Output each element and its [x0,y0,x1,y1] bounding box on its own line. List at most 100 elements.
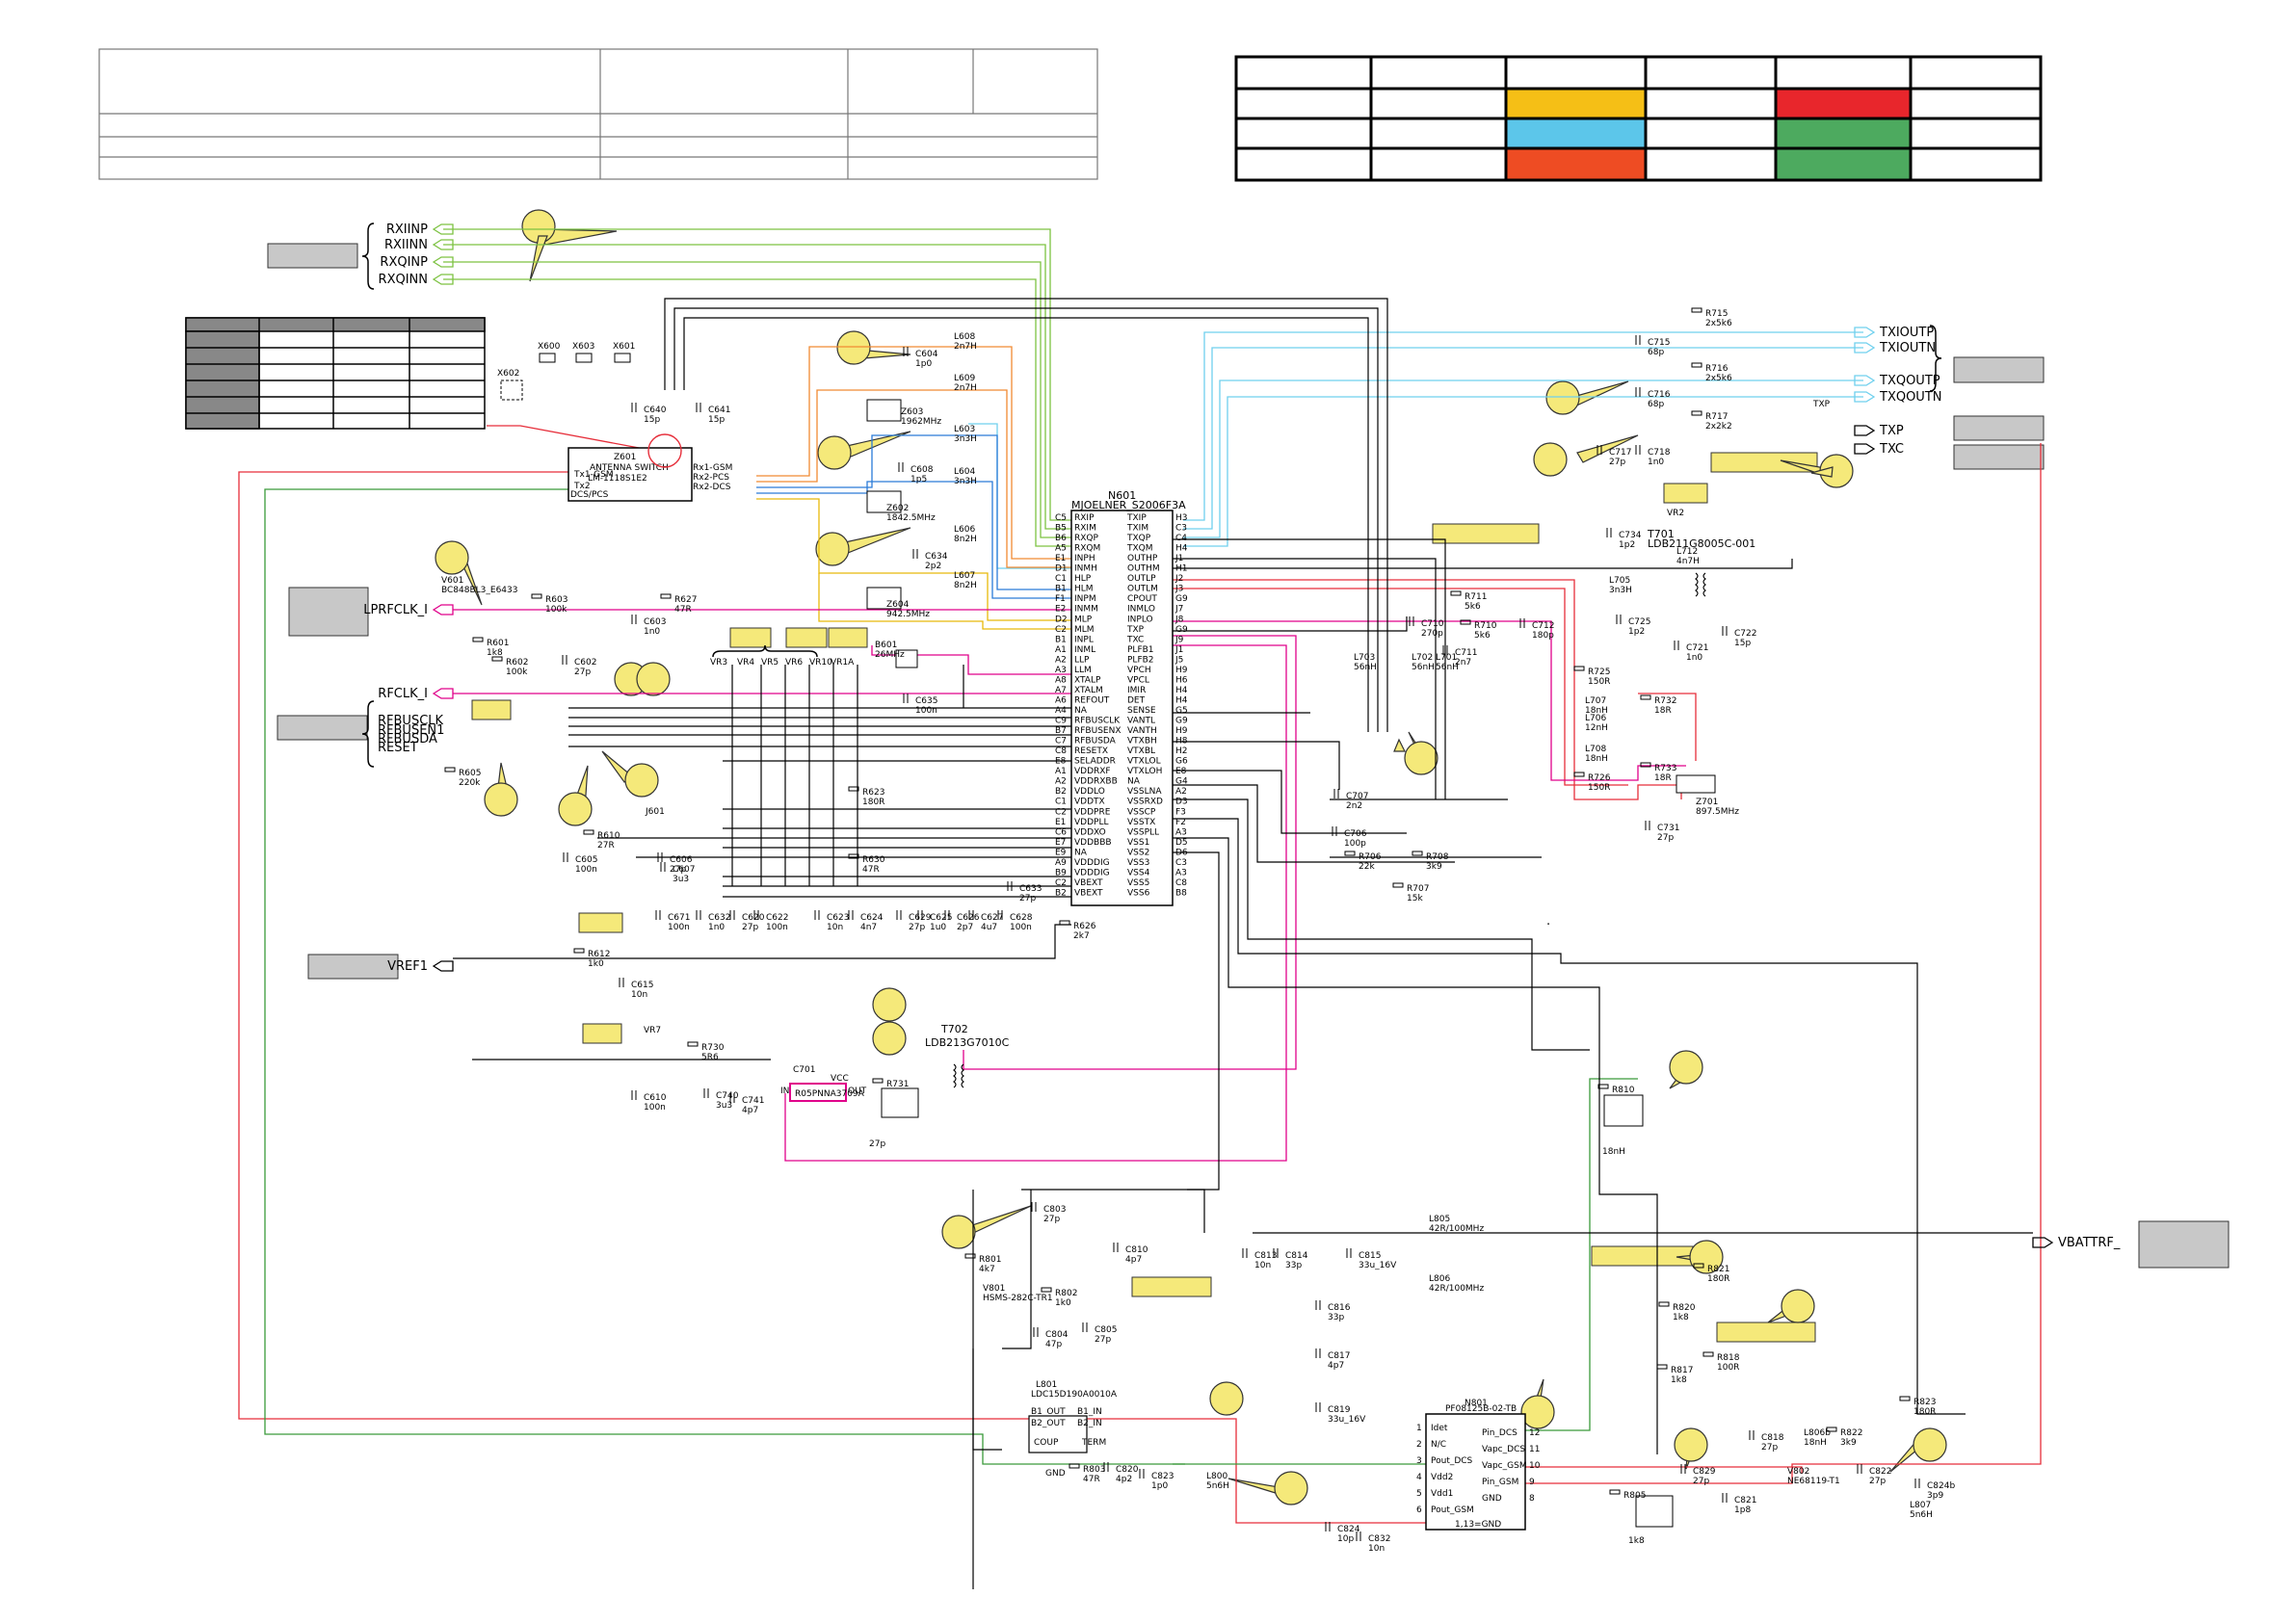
component-ref: V802 [1787,1467,1809,1477]
component-value: HSMS-282C-TR1 [983,1294,1053,1303]
component-ref: L706 [1585,714,1606,723]
component-ref: C819 [1328,1405,1351,1415]
r731-label: 27p [869,1139,885,1149]
resistor-body [1412,851,1423,856]
n601-left-pin-num: B2 [1055,787,1067,797]
svg-text:VCC: VCC [831,1074,849,1084]
component-value: 15p [708,415,725,425]
component-ref: R707 [1407,884,1429,894]
component-value: NE68119-T1 [1787,1477,1840,1486]
n601-left-pin-num: B9 [1055,868,1067,877]
n601-right-pin-num: G6 [1175,757,1188,767]
component-value: 1n0 [708,923,725,932]
testpoints: X600 X603 X601 X602 [497,342,635,401]
n601-right-pin: VSS1 [1127,838,1149,848]
n601-right-pin: NA [1127,777,1141,787]
component-ref: C824b [1927,1481,1955,1491]
component-ref: C805 [1095,1325,1117,1335]
svg-text:Rx2-PCS: Rx2-PCS [693,473,729,483]
resistor-body [1450,590,1462,596]
n601-left-pin: INPM [1074,594,1096,604]
n601-left-pin-num: A6 [1055,695,1067,705]
component-ref: C718 [1648,448,1671,458]
resistor-body [1656,1364,1668,1370]
svg-text:IN: IN [780,1086,789,1096]
n601-right-pin-num: J2 [1174,574,1183,584]
port-label: RXIINP [386,223,428,237]
n601-right-pin-num: B8 [1175,888,1187,898]
braces [361,223,1942,768]
wires-dgreen [264,488,1638,1465]
component-ref: R716 [1705,364,1729,374]
component-value: 3k9 [1840,1438,1857,1448]
n601-right-pin-num: H4 [1175,686,1188,695]
n601-left-pin-num: C2 [1055,625,1067,635]
n601-right-pin-num: H3 [1175,513,1188,523]
n601-right-pin: VSSRXD [1127,798,1163,807]
n801-right-pin: GND [1482,1494,1502,1504]
component-ref: R602 [506,658,528,668]
n601-right-pin-num: H2 [1175,746,1188,756]
wires-black [453,298,2033,1589]
wires-cyan [968,331,1863,569]
component-value: 27p [670,865,686,875]
legend-swatch-green [1776,118,1911,148]
n601-left-pin: INML [1074,645,1095,655]
component-value: 27p [909,923,925,932]
component-value: 1u0 [930,923,946,932]
component-ref: C740 [716,1091,739,1101]
component-value: 18nH [1585,706,1608,716]
component-ref: R732 [1654,696,1676,706]
n601-left-pin-num: A7 [1055,686,1067,695]
component-ref: L806b [1804,1428,1831,1438]
component-ref: C641 [708,406,730,415]
component-ref: L807 [1910,1501,1931,1510]
port-label: TXC [1879,442,1904,457]
svg-text:1,13=GND: 1,13=GND [1455,1520,1501,1530]
n601-left-pin: MLP [1074,615,1093,624]
component-value: 15p [644,415,660,425]
net-labels: VR2 VR7 VR3 VR4 VR5 VR6 VR10 VR1A TXP [644,400,1831,1035]
component-value: 33p [1285,1261,1302,1270]
component-labels: R7152x5k6R7162x5k6R7172x2k2C71568pC71668… [441,307,1955,1554]
component-ref: C823 [1151,1472,1174,1481]
component-ref: R822 [1840,1428,1862,1438]
svg-text:VR6: VR6 [785,658,803,668]
n601-left-pin-num: C9 [1055,717,1067,726]
n601-right-pin: PLFB2 [1127,655,1154,665]
component-ref: Z604 [886,600,910,610]
component-value: 4p2 [1116,1475,1132,1484]
port-arrow [1854,327,1876,338]
t701-part: LDB211G8005C-001 [1648,537,1755,550]
n601-right-pin-num: J5 [1174,655,1183,665]
component-value: 1k0 [1055,1298,1071,1308]
component-value: 1k8 [1673,1313,1689,1322]
n601-left-pin: VBEXT [1074,888,1103,898]
n601-left-pin-num: A5 [1055,544,1067,554]
wires-green [443,228,1071,547]
n601-right-pin: VSSCP [1127,807,1156,817]
component-value: 1p2 [1619,540,1635,550]
port-arrow [1854,443,1876,455]
svg-text:X601: X601 [613,342,635,352]
n601-right-pin-num: J7 [1174,605,1183,615]
n801-left-pin: N/C [1431,1440,1446,1450]
component-value: 1n0 [1686,653,1702,663]
svg-text:Z601: Z601 [614,453,636,462]
resnet-boxes [881,1087,1674,1528]
component-value: 5R6 [701,1053,719,1062]
component-ref: C817 [1328,1351,1350,1361]
resistor-body [1691,362,1702,368]
component-ref: R715 [1705,309,1728,319]
n601-left-pin-num: D2 [1055,615,1068,624]
component-value: 4u7 [981,923,997,932]
component-ref: R626 [1073,922,1096,931]
resistor-body [531,593,542,599]
component-value: 1842.5MHz [886,513,936,523]
n601-right-pin: VSSPLL [1127,827,1159,837]
config-table [185,317,486,430]
component-value: 100n [644,1103,666,1113]
component-ref: R817 [1671,1366,1693,1375]
svg-text:LDC15D190A0010A: LDC15D190A0010A [1031,1390,1118,1400]
n601-left-pin: RFBUSCLK [1074,717,1121,726]
